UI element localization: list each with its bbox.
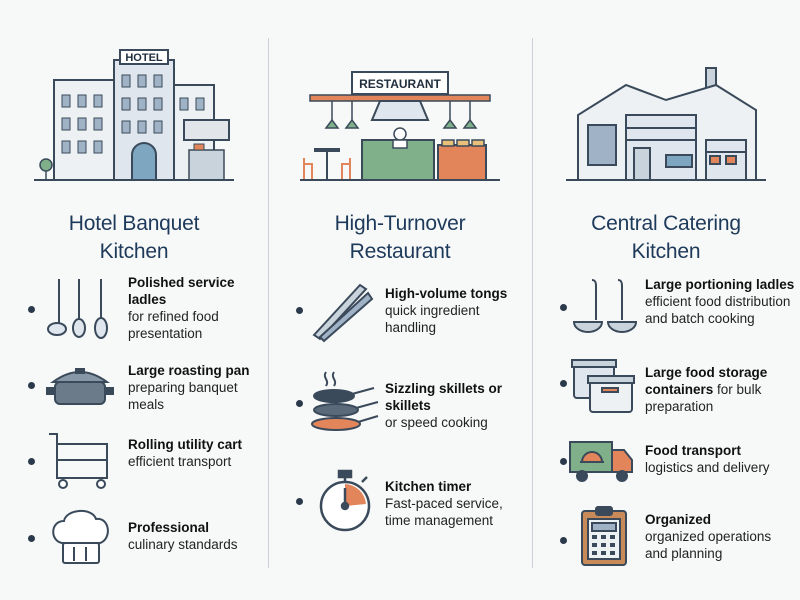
bullet	[28, 382, 35, 389]
hotel-sign-text: HOTEL	[125, 52, 163, 64]
bullet	[28, 306, 35, 313]
list-item: Large roasting pan preparing banquet mea…	[0, 358, 268, 438]
item-text: Large portioning ladles efficient food d…	[645, 277, 795, 326]
timer-icon	[319, 469, 371, 532]
bullet	[28, 535, 35, 542]
list-item: Large food storage containers for bulk p…	[532, 358, 800, 438]
hotel-building-illustration: HOTEL	[0, 40, 268, 185]
storage-containers-icon	[571, 359, 635, 413]
central-catering-column: Central Catering Kitchen Large portionin…	[532, 0, 800, 600]
bullet	[560, 537, 567, 544]
item-text: Large food storage containers for bulk p…	[645, 365, 768, 414]
column-title-hotel: Hotel Banquet Kitchen	[68, 212, 200, 264]
chef-hat-icon	[52, 510, 109, 564]
clipboard-icon	[581, 506, 627, 566]
bullet	[28, 458, 35, 465]
column-title-restaurant: High-Turnover Restaurant	[334, 212, 466, 264]
restaurant-column: RESTAURANT High-Turnover Restaurant	[268, 0, 532, 600]
column-title-catering: Central Catering Kitchen	[591, 212, 741, 264]
bullet	[296, 498, 303, 505]
bullet	[296, 400, 303, 407]
transport-truck-icon	[569, 441, 633, 482]
column-divider-right	[532, 38, 533, 568]
utility-cart-icon	[49, 433, 108, 489]
bullet	[560, 380, 567, 387]
column-divider-left	[268, 38, 269, 568]
bullet	[560, 458, 567, 465]
restaurant-illustration: RESTAURANT	[268, 40, 532, 185]
ladle-set-icon	[47, 279, 108, 339]
skillets-icon	[311, 371, 379, 431]
roasting-pan-icon	[46, 368, 114, 405]
item-text: Large roasting pan preparing banquet mea…	[128, 363, 250, 412]
bullet	[560, 304, 567, 311]
restaurant-sign-text: RESTAURANT	[359, 77, 441, 91]
catering-facility-illustration	[532, 40, 800, 185]
tongs-icon	[312, 283, 374, 343]
hotel-banquet-column: HOTEL Hotel Banquet Kitchen	[0, 0, 268, 600]
bullet	[296, 307, 303, 314]
portioning-ladles-icon	[572, 279, 638, 333]
list-item: Large portioning ladles efficient food d…	[532, 272, 800, 352]
